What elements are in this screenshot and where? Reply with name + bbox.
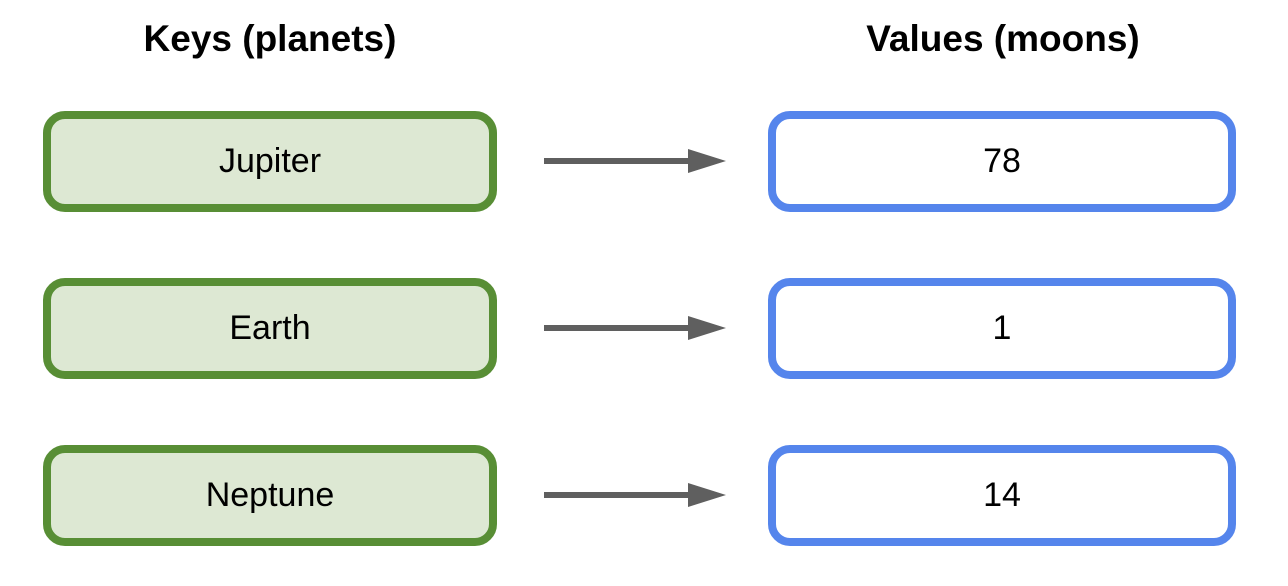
arrow-icon	[544, 149, 726, 173]
value-label: 1	[992, 309, 1012, 347]
value-box-earth: 1	[768, 278, 1236, 379]
key-box-neptune: Neptune	[43, 445, 497, 546]
key-label: Neptune	[205, 476, 335, 514]
key-label: Earth	[229, 309, 311, 347]
value-label: 14	[983, 476, 1021, 514]
key-box-jupiter: Jupiter	[43, 111, 497, 212]
mapping-row-jupiter: Jupiter 78	[0, 111, 1288, 212]
mapping-row-neptune: Neptune 14	[0, 445, 1288, 546]
value-label: 78	[983, 142, 1021, 180]
keys-column-header: Keys (planets)	[143, 18, 397, 59]
key-label: Jupiter	[218, 142, 322, 180]
values-column-header: Values (moons)	[866, 18, 1140, 59]
value-box-jupiter: 78	[768, 111, 1236, 212]
mapping-row-earth: Earth 1	[0, 278, 1288, 379]
value-box-neptune: 14	[768, 445, 1236, 546]
arrow-icon	[544, 483, 726, 507]
arrow-icon	[544, 316, 726, 340]
key-box-earth: Earth	[43, 278, 497, 379]
